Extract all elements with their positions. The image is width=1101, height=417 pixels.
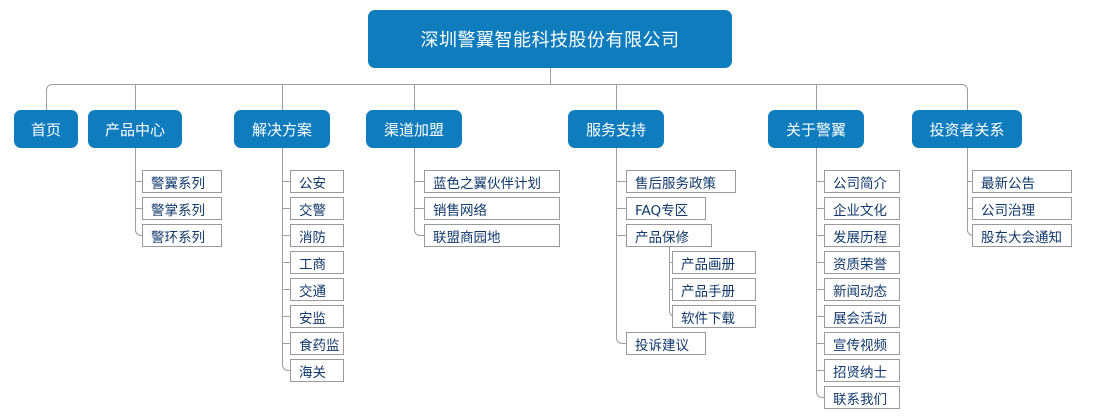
level2-bus bbox=[52, 84, 961, 85]
child-stub bbox=[420, 235, 424, 236]
leaf-node[interactable]: 招贤纳士 bbox=[824, 359, 900, 382]
leaf-node[interactable]: 蓝色之翼伙伴计划 bbox=[424, 170, 560, 193]
leaf-node[interactable]: 企业文化 bbox=[824, 197, 900, 220]
connector-elbow bbox=[816, 391, 823, 398]
child-stub bbox=[282, 316, 290, 317]
child-stub bbox=[816, 208, 824, 209]
leaf-node[interactable]: 联盟商园地 bbox=[424, 224, 560, 247]
leaf-node[interactable]: 警环系列 bbox=[142, 224, 222, 247]
leaf-node[interactable]: 资质荣誉 bbox=[824, 251, 900, 274]
child-stub bbox=[282, 235, 290, 236]
leaf-node[interactable]: 联系我们 bbox=[824, 386, 900, 409]
level2-drop bbox=[414, 84, 415, 110]
child-stub bbox=[816, 316, 824, 317]
leaf-node[interactable]: 发展历程 bbox=[824, 224, 900, 247]
child-trunk bbox=[816, 148, 817, 392]
level2-drop bbox=[46, 90, 47, 110]
connector-elbow bbox=[414, 229, 421, 236]
child-trunk bbox=[414, 148, 415, 230]
child-stub bbox=[816, 262, 824, 263]
child-stub bbox=[616, 235, 626, 236]
child-stub bbox=[414, 208, 424, 209]
child-stub bbox=[967, 208, 972, 209]
level2-node-product-center[interactable]: 产品中心 bbox=[88, 110, 182, 148]
child-stub bbox=[816, 181, 824, 182]
child-stub bbox=[282, 208, 290, 209]
leaf-node[interactable]: 公司简介 bbox=[824, 170, 900, 193]
child-stub bbox=[135, 208, 142, 209]
leaf-node[interactable]: 工商 bbox=[290, 251, 344, 274]
leaf-node[interactable]: 新闻动态 bbox=[824, 278, 900, 301]
level2-drop bbox=[816, 84, 817, 110]
leaf-node[interactable]: 消防 bbox=[290, 224, 344, 247]
child-stub bbox=[822, 397, 824, 398]
leaf-node[interactable]: FAQ专区 bbox=[626, 197, 706, 220]
leaf-node[interactable]: 售后服务政策 bbox=[626, 170, 736, 193]
root-stem bbox=[550, 68, 551, 84]
child-trunk bbox=[135, 148, 136, 230]
child-trunk bbox=[282, 148, 283, 365]
level2-node-investor-relations[interactable]: 投资者关系 bbox=[912, 110, 1022, 148]
leaf-node[interactable]: 投诉建议 bbox=[626, 332, 706, 355]
level2-drop bbox=[967, 90, 968, 110]
grandchild-stub bbox=[669, 262, 672, 263]
child-trunk bbox=[967, 148, 968, 230]
child-stub bbox=[288, 370, 290, 371]
level2-drop bbox=[616, 84, 617, 110]
leaf-node[interactable]: 股东大会通知 bbox=[972, 224, 1072, 247]
grandchild-trunk bbox=[669, 247, 670, 310]
child-stub bbox=[414, 181, 424, 182]
leaf-node[interactable]: 安监 bbox=[290, 305, 344, 328]
level2-node-home[interactable]: 首页 bbox=[14, 110, 78, 148]
connector-elbow bbox=[46, 84, 53, 91]
leaf-node[interactable]: 警掌系列 bbox=[142, 197, 222, 220]
connector-elbow bbox=[616, 337, 623, 344]
leaf-node[interactable]: 产品手册 bbox=[672, 278, 756, 301]
level2-node-channel-partner[interactable]: 渠道加盟 bbox=[366, 110, 462, 148]
leaf-node[interactable]: 交通 bbox=[290, 278, 344, 301]
leaf-node[interactable]: 食药监 bbox=[290, 332, 344, 355]
child-stub bbox=[622, 343, 626, 344]
child-stub bbox=[282, 181, 290, 182]
connector-elbow bbox=[282, 364, 289, 371]
child-stub bbox=[282, 289, 290, 290]
child-stub bbox=[967, 181, 972, 182]
leaf-node[interactable]: 公司治理 bbox=[972, 197, 1072, 220]
child-stub bbox=[816, 235, 824, 236]
leaf-node[interactable]: 宣传视频 bbox=[824, 332, 900, 355]
level2-drop bbox=[282, 84, 283, 110]
leaf-node[interactable]: 展会活动 bbox=[824, 305, 900, 328]
level2-node-solutions[interactable]: 解决方案 bbox=[234, 110, 330, 148]
leaf-node[interactable]: 海关 bbox=[290, 359, 344, 382]
leaf-node[interactable]: 交警 bbox=[290, 197, 344, 220]
leaf-node[interactable]: 销售网络 bbox=[424, 197, 560, 220]
child-stub bbox=[282, 262, 290, 263]
connector-elbow bbox=[967, 229, 974, 236]
level2-drop bbox=[135, 84, 136, 110]
connector-elbow bbox=[135, 229, 142, 236]
level2-node-service-support[interactable]: 服务支持 bbox=[568, 110, 664, 148]
child-stub bbox=[282, 343, 290, 344]
leaf-node[interactable]: 软件下载 bbox=[672, 305, 756, 328]
child-stub bbox=[816, 370, 824, 371]
child-stub bbox=[141, 235, 142, 236]
child-stub bbox=[616, 208, 626, 209]
child-trunk bbox=[616, 148, 617, 338]
leaf-node[interactable]: 公安 bbox=[290, 170, 344, 193]
leaf-node[interactable]: 最新公告 bbox=[972, 170, 1072, 193]
root-node: 深圳警翼智能科技股份有限公司 bbox=[368, 10, 732, 68]
leaf-node[interactable]: 产品画册 bbox=[672, 251, 756, 274]
connector-elbow bbox=[961, 84, 968, 91]
leaf-node[interactable]: 产品保修 bbox=[626, 224, 712, 247]
leaf-node[interactable]: 警翼系列 bbox=[142, 170, 222, 193]
level2-node-about-jingyi[interactable]: 关于警翼 bbox=[768, 110, 864, 148]
child-stub bbox=[616, 181, 626, 182]
grandchild-stub bbox=[669, 289, 672, 290]
child-stub bbox=[816, 343, 824, 344]
child-stub bbox=[135, 181, 142, 182]
child-stub bbox=[816, 289, 824, 290]
